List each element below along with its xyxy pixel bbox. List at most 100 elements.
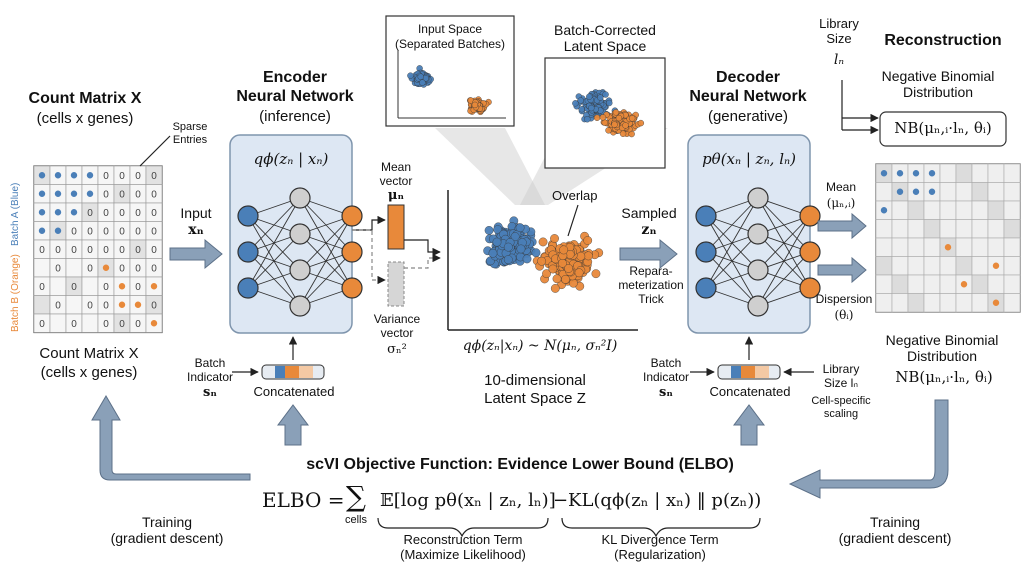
batch-b-point [471, 101, 479, 109]
batch-a-point [572, 100, 579, 107]
mean-output-arrow [817, 212, 867, 240]
zero-entry: 0 [87, 245, 93, 256]
library-size-right-note: Cell-specific scaling [811, 395, 871, 420]
net-edge [247, 197, 301, 289]
zero-entry: 0 [103, 282, 109, 293]
recon-matrix-cell [971, 293, 989, 313]
batch-b-point [628, 115, 636, 122]
zero-entry: 0 [71, 319, 77, 330]
batch-a-count-dot [54, 172, 62, 179]
batch-b-count-dot [134, 301, 142, 308]
kl-brace [561, 517, 761, 538]
batch-b-point [612, 109, 620, 116]
recon-blue-dot [928, 170, 936, 177]
recon-orange-dot [960, 281, 968, 288]
kl-term-label: KL Divergence Term (Regularization) [601, 532, 719, 562]
batch-a-point [417, 73, 424, 80]
net-edge [247, 233, 301, 289]
recon-matrix-cell [1003, 237, 1021, 257]
input-space-inset [385, 15, 515, 127]
recon-matrix-cell [987, 200, 1005, 220]
batch-a-point [515, 223, 525, 233]
recon-matrix-cell [987, 219, 1005, 239]
net-edge [757, 215, 811, 271]
matrix-cell [81, 313, 99, 333]
latent-inset-points [572, 89, 645, 138]
batch-a-point [492, 237, 502, 247]
encoder-title: Encoder Neural Network [236, 69, 354, 105]
zero-entry: 0 [87, 263, 93, 274]
zero-entry: 0 [151, 189, 157, 200]
elbo-sum-sub: cells [344, 514, 367, 526]
sampled-var: zₙ [641, 222, 657, 238]
decoder-network [695, 187, 821, 317]
zero-entry: 0 [151, 300, 157, 311]
batch-a-point [419, 79, 426, 86]
net-edge [299, 215, 353, 307]
net-node [695, 205, 717, 227]
overlap-pointer [567, 204, 579, 237]
recon-blue-dot [880, 207, 888, 214]
recon-blue-dot [896, 170, 904, 177]
recon-matrix-cell [923, 219, 941, 239]
batch-a-count-dot [70, 172, 78, 179]
batch-a-point [516, 244, 526, 254]
recon-matrix-cell [875, 293, 893, 313]
recon-matrix-cell [971, 256, 989, 276]
recon-matrix-cell [1003, 256, 1021, 276]
recon-matrix-cell [955, 182, 973, 202]
overlap-label: Overlap [552, 188, 598, 203]
recon-matrix-cell [987, 274, 1005, 294]
net-node [341, 241, 363, 263]
sparse-entries-label: Sparse Entries [172, 121, 208, 146]
dispersion-output-label: Dispersion [815, 292, 873, 306]
input-var: xₙ [188, 222, 204, 238]
batch-b-point [550, 234, 559, 243]
batch-corrected-title: Batch-Corrected Latent Space [554, 22, 656, 54]
recon-matrix-cell [939, 200, 957, 220]
zero-entry: 0 [87, 226, 93, 237]
zero-entry: 0 [119, 226, 125, 237]
recon-matrix-cell [891, 293, 909, 313]
recon-matrix-cell [875, 237, 893, 257]
recon-orange-dot [944, 244, 952, 251]
nb-formula-bottom: NB(μₙ,ᵢ·lₙ, θᵢ) [895, 368, 993, 386]
count-matrix-bottom-subtitle: (cells x genes) [40, 364, 138, 381]
recon-matrix-cell [875, 274, 893, 294]
batch-b-point [599, 114, 607, 121]
net-node [341, 205, 363, 227]
batch-b-point [637, 119, 645, 127]
batch-a-point [503, 242, 513, 252]
batch-a-count-dot [54, 227, 62, 234]
zero-entry: 0 [135, 319, 141, 330]
recon-matrix-cell [891, 256, 909, 276]
net-node [695, 241, 717, 263]
zero-entry: 0 [119, 171, 125, 182]
net-node [341, 277, 363, 299]
recon-matrix-cell [1003, 293, 1021, 313]
net-node [799, 205, 821, 227]
batch-a-count-dot [86, 172, 94, 179]
zero-entry: 0 [151, 208, 157, 219]
decoder-formula: pθ(xₙ | zₙ, lₙ) [702, 150, 796, 168]
encoder-subtitle: (inference) [259, 108, 331, 125]
recon-matrix-cell [1003, 200, 1021, 220]
input-label: Input [180, 205, 212, 221]
nb-box-top [879, 111, 1007, 147]
left-training-arrow [91, 395, 251, 481]
nb-formula-top: NB(μₙ,ᵢ·lₙ, θᵢ) [894, 119, 992, 137]
reconstruction-brace [377, 517, 549, 538]
zero-entry: 0 [151, 226, 157, 237]
nb-label-bottom: Negative Binomial Distribution [885, 332, 999, 364]
encoder-formula: qϕ(zₙ | xₙ) [253, 150, 329, 168]
input-space-points [407, 65, 492, 116]
zero-entry: 0 [119, 208, 125, 219]
reparam-label: Repara- meterization Trick [618, 264, 684, 306]
elbo-sum: ∑ [346, 480, 366, 513]
dispersion-output-var: (θᵢ) [834, 308, 854, 322]
batch-indicator-left-label: Batch Indicator [186, 356, 234, 384]
recon-matrix-cell [955, 219, 973, 239]
mean-to-latent-arrow [404, 239, 441, 257]
zero-entry: 0 [135, 226, 141, 237]
zero-entry: 0 [151, 263, 157, 274]
